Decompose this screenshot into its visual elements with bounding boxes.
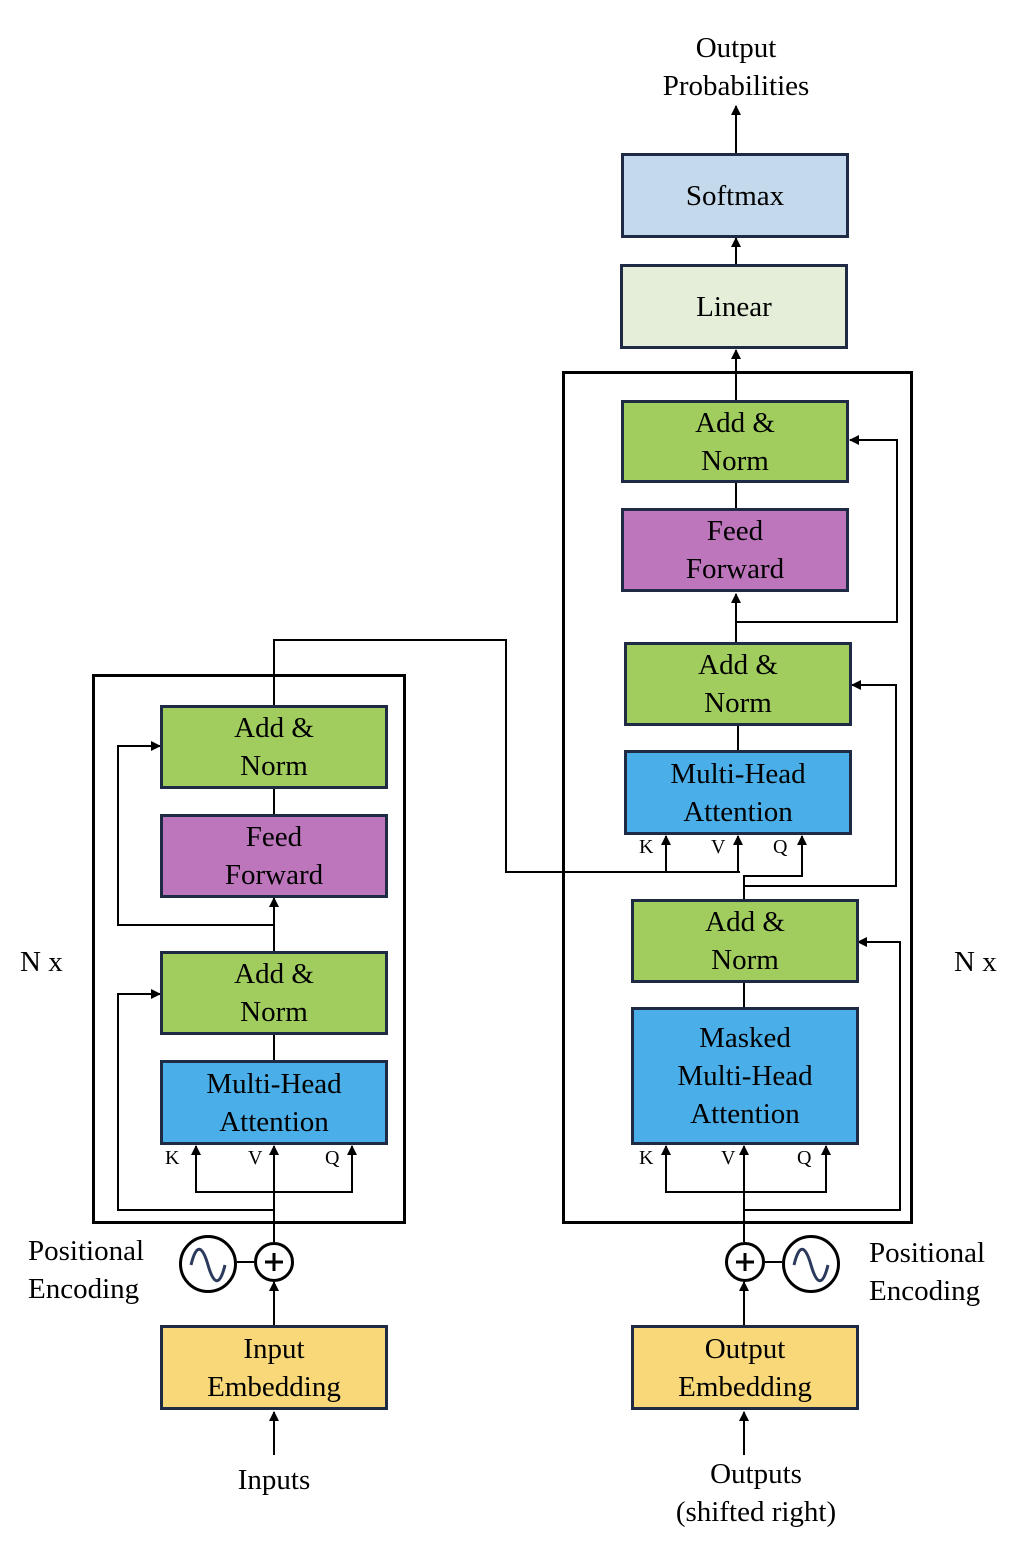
decoder-add-norm-mid: Add &Norm <box>624 642 852 726</box>
outputs-label: Outputs(shifted right) <box>675 1458 837 1528</box>
decoder-cross-q: Q <box>773 836 788 858</box>
encoder-frame <box>92 674 406 1224</box>
decoder-add-norm-top: Add &Norm <box>621 400 849 483</box>
decoder-cross-v: V <box>711 836 726 858</box>
decoder-cross-k: K <box>639 836 654 858</box>
linear-box: Linear <box>620 264 848 349</box>
encoder-v: V <box>248 1147 263 1169</box>
encoder-add-norm-bottom: Add &Norm <box>160 951 388 1035</box>
decoder-masked-k: K <box>639 1147 654 1169</box>
encoder-q: Q <box>325 1147 340 1169</box>
sine-wave-icon <box>179 1235 237 1293</box>
plus-circle-icon <box>254 1242 294 1282</box>
softmax-box: Softmax <box>621 153 849 238</box>
sine-wave-icon <box>782 1235 840 1293</box>
decoder-add-norm-bottom: Add &Norm <box>631 899 859 983</box>
encoder-repeat-label: N x <box>20 946 63 978</box>
encoder-add-norm-top: Add &Norm <box>160 705 388 789</box>
decoder-repeat-label: N x <box>954 946 997 978</box>
decoder-frame <box>562 371 913 1224</box>
decoder-masked-v: V <box>721 1147 736 1169</box>
plus-circle-icon <box>725 1242 765 1282</box>
inputs-label: Inputs <box>237 1464 311 1496</box>
encoder-k: K <box>165 1147 180 1169</box>
decoder-masked-q: Q <box>797 1147 812 1169</box>
